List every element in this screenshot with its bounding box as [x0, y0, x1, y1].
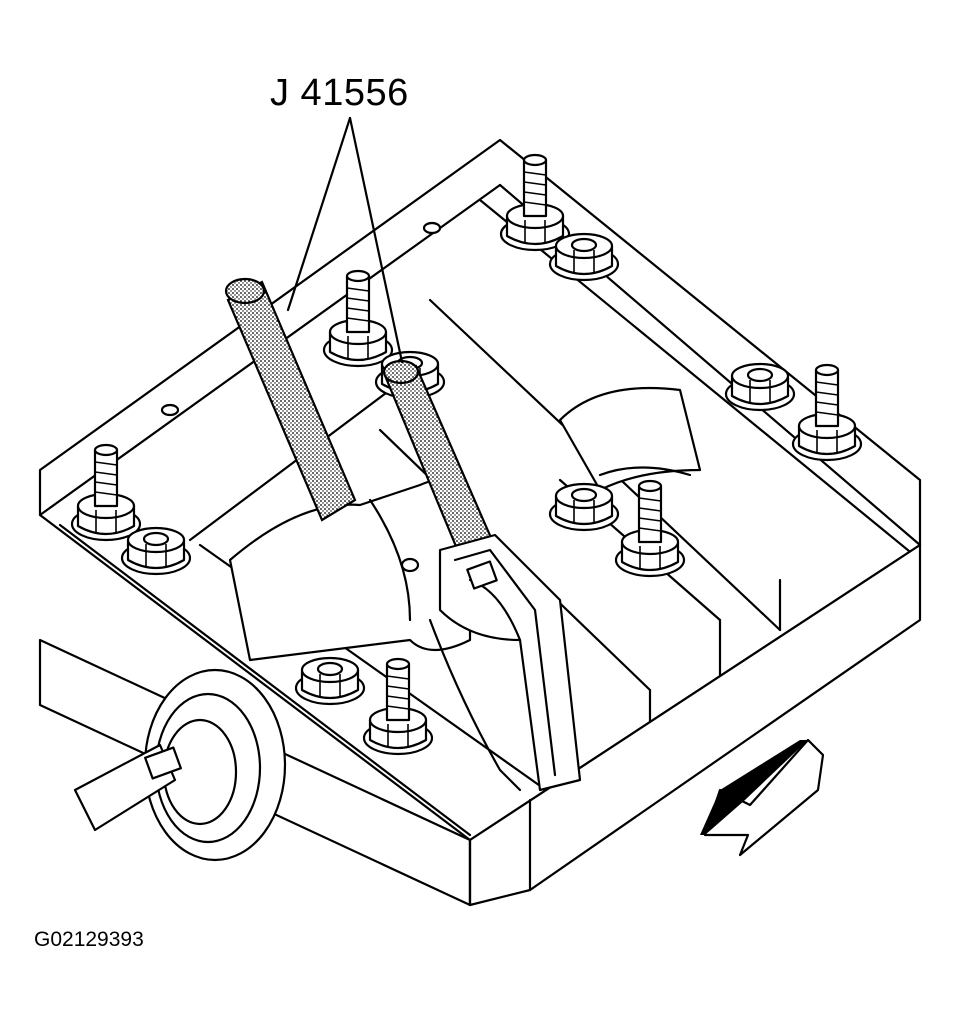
- nut-front: [294, 656, 366, 706]
- nut-middle: [548, 482, 620, 532]
- tool-rod-left: [224, 277, 357, 522]
- nut-rear-top: [548, 232, 620, 282]
- shaft-seal: [73, 668, 287, 862]
- direction-arrow: [700, 738, 825, 857]
- callout-leader-lines: [286, 116, 404, 364]
- connecting-rod: [428, 533, 582, 792]
- nut-right: [724, 362, 796, 412]
- nut-left: [120, 526, 192, 576]
- figure-id: G02129393: [34, 928, 144, 951]
- tool-callout-label: J 41556: [270, 72, 409, 114]
- bearing-cap: [228, 386, 702, 662]
